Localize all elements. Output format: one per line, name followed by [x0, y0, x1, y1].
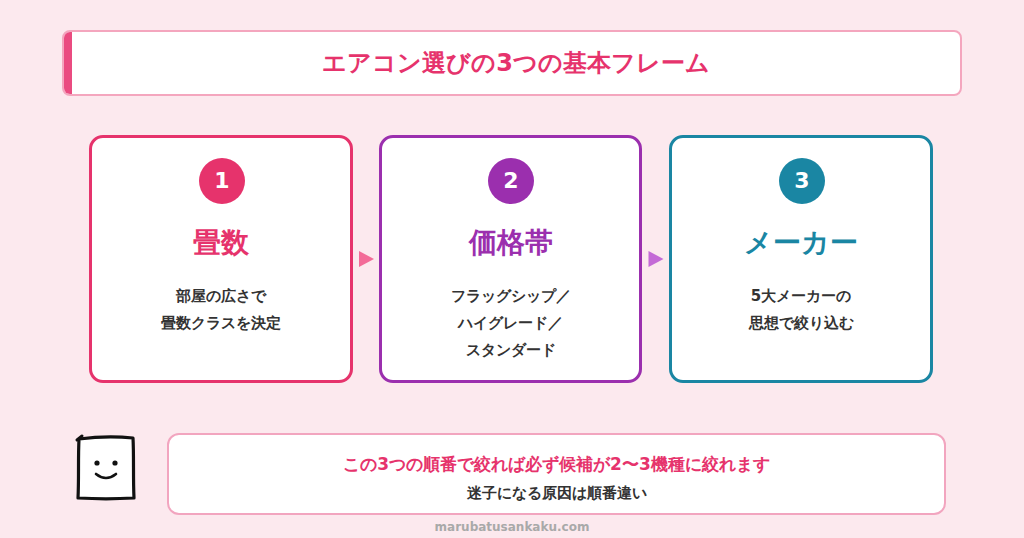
step-number: 3	[794, 170, 809, 192]
step-number: 2	[503, 170, 518, 192]
callout-note: 迷子になる原因は順番違い	[169, 482, 944, 504]
flow-arrow	[649, 251, 664, 267]
watermark: marubatusankaku.com	[0, 519, 1024, 535]
callout-emphasis: この3つの順番で絞れば必ず候補が2〜3機種に絞れます	[169, 452, 944, 476]
flow-arrow	[359, 251, 374, 267]
mascot-eye	[94, 460, 99, 465]
step-description: 部屋の広さで 畳数クラスを決定	[151, 283, 291, 337]
arrow-head	[359, 251, 374, 267]
step-card: メーカー 5大メーカーの 思想で絞り込む 3	[669, 135, 933, 383]
step-number: 1	[214, 170, 229, 192]
callout-box: この3つの順番で絞れば必ず候補が2〜3機種に絞れます迷子になる原因は順番違い	[167, 433, 946, 515]
step-number-badge: 1	[199, 158, 245, 204]
step-heading: 価格帯	[382, 225, 639, 261]
mascot-stroke	[77, 436, 82, 440]
step-card: 価格帯フラッグシップ／ ハイグレード／ スタンダード 2	[379, 135, 642, 383]
step-number-badge: 2	[488, 158, 534, 204]
step-description: 5大メーカーの 思想で絞り込む	[731, 283, 871, 337]
arrow-head	[649, 251, 664, 267]
mascot-icon	[70, 430, 142, 506]
step-heading: メーカー	[672, 225, 930, 261]
step-card: 畳数部屋の広さで 畳数クラスを決定 1	[89, 135, 353, 383]
title-accent-bar	[64, 32, 72, 94]
title-text: エアコン選びの3つの基本フレーム	[72, 32, 960, 94]
mascot-outline	[78, 437, 134, 499]
step-heading: 畳数	[92, 225, 350, 261]
step-description: フラッグシップ／ ハイグレード／ スタンダード	[441, 283, 581, 364]
mascot-smile	[96, 474, 116, 478]
step-number-badge: 3	[779, 158, 825, 204]
title-banner: エアコン選びの3つの基本フレーム	[62, 30, 962, 96]
mascot-eye	[112, 460, 117, 465]
